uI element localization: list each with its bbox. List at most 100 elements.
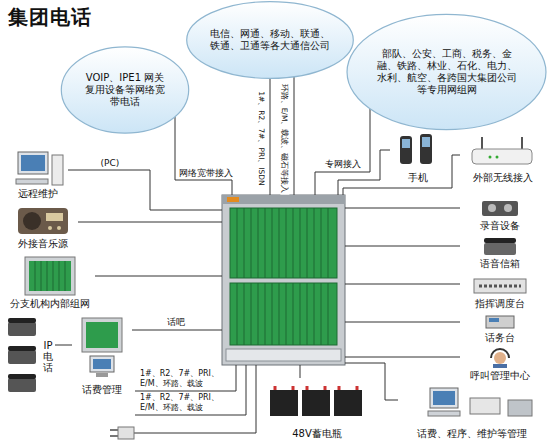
ip-phone-icons bbox=[8, 318, 36, 392]
led bbox=[489, 156, 492, 159]
reel bbox=[488, 204, 496, 212]
connector bbox=[132, 330, 222, 331]
phone-body bbox=[8, 378, 36, 392]
trunk-line bbox=[134, 365, 256, 433]
device-node: 外接音乐源 bbox=[8, 205, 78, 250]
card-panel bbox=[29, 261, 71, 291]
card-slots bbox=[237, 208, 328, 278]
radio-icon bbox=[18, 208, 68, 234]
radio-body bbox=[18, 208, 68, 234]
card-panel bbox=[86, 322, 118, 348]
console bbox=[474, 279, 526, 293]
phone-body bbox=[8, 350, 36, 364]
cloud-outline bbox=[347, 14, 546, 129]
battery-icons bbox=[270, 386, 362, 416]
dial bbox=[46, 213, 63, 221]
billing-icons bbox=[82, 318, 122, 377]
cloud-text: 部队、公安、工商、税务、金融、铁路、林业、石化、电力、水利、航空、各跨国大集团公… bbox=[375, 48, 518, 96]
cabinet-frame bbox=[222, 195, 345, 365]
device-label: 外接音乐源 bbox=[18, 237, 68, 250]
console bbox=[486, 316, 514, 328]
terminals bbox=[275, 386, 357, 390]
cabinet-top bbox=[222, 195, 345, 204]
meter bbox=[508, 400, 532, 416]
cabinet-logo bbox=[227, 197, 239, 202]
mobile-phone bbox=[420, 134, 432, 164]
phone-body bbox=[8, 322, 36, 336]
display bbox=[489, 318, 499, 322]
device-node: 指挥调度台 bbox=[460, 274, 540, 310]
device-label: 分支机构内部组网 bbox=[10, 297, 90, 310]
handset bbox=[8, 318, 36, 323]
connector bbox=[95, 276, 222, 277]
management-icons bbox=[428, 388, 532, 416]
monitor bbox=[430, 388, 458, 408]
router-icon bbox=[472, 137, 532, 164]
connector bbox=[345, 363, 398, 400]
head bbox=[494, 352, 506, 364]
keyboard bbox=[428, 411, 460, 416]
knob bbox=[48, 226, 52, 230]
connector bbox=[294, 77, 295, 195]
connector bbox=[270, 78, 271, 195]
device-label: 远程维护 bbox=[18, 187, 58, 200]
phone-body bbox=[484, 243, 516, 255]
device-label: 指挥调度台 bbox=[475, 297, 525, 310]
battery bbox=[302, 390, 330, 416]
device-label: 话费、程序、维护等管理 bbox=[417, 427, 527, 440]
screen bbox=[402, 139, 410, 148]
device-node: 远程维护 bbox=[8, 150, 68, 200]
branch-cabinet-icon bbox=[25, 257, 75, 295]
keyboard bbox=[16, 179, 48, 184]
plug-body bbox=[118, 427, 134, 439]
screen bbox=[433, 391, 455, 405]
small-cabinet bbox=[82, 318, 122, 352]
pbx-cabinet bbox=[222, 195, 345, 365]
cloud-outline bbox=[187, 2, 354, 79]
screen bbox=[21, 155, 45, 171]
screen bbox=[93, 359, 111, 369]
dispatch-console-icon bbox=[474, 279, 526, 293]
mobile-phone-icons bbox=[400, 134, 432, 164]
device-node: 48V蓄电瓶 bbox=[262, 378, 372, 440]
device-node: 录音设备 bbox=[460, 198, 540, 232]
device-label: 语音信箱 bbox=[480, 257, 520, 270]
connector bbox=[345, 284, 460, 285]
device-node: IP电话 bbox=[5, 316, 55, 396]
line-label: 1#、R2、7#、PRI、E/M、环路、载波 bbox=[140, 393, 224, 413]
network-cloud: VOIP、IPE1 网关复用设备等网络宽带电话 bbox=[60, 45, 190, 135]
device-node: 话费、程序、维护等管理 bbox=[398, 386, 545, 440]
power-plug-icon bbox=[110, 427, 134, 439]
pbx-cabinet-drawing bbox=[222, 195, 345, 365]
speaker bbox=[23, 212, 41, 230]
device-node: 呼叫管理中心 bbox=[460, 348, 540, 382]
monitor bbox=[18, 152, 48, 174]
recorder-body bbox=[482, 201, 518, 216]
edge-label: (PC) bbox=[100, 158, 121, 169]
pc-icon bbox=[16, 152, 63, 185]
screen bbox=[422, 137, 430, 147]
cabinet-frame bbox=[25, 257, 75, 295]
recorder-icon bbox=[482, 201, 518, 216]
network-cloud: 电信、网通、移动、联通、铁通、卫通等各大通信公司 bbox=[185, 0, 355, 80]
device-label: 话费管理 bbox=[82, 383, 122, 396]
buttons bbox=[479, 285, 521, 288]
voicemail-phone-icon bbox=[484, 238, 516, 255]
edge-label: 网络宽带接入 bbox=[178, 168, 234, 179]
antenna bbox=[482, 137, 522, 150]
device-label: 话务台 bbox=[485, 331, 515, 344]
operator-console-icon bbox=[486, 316, 514, 328]
handset bbox=[8, 374, 36, 379]
connector bbox=[345, 322, 460, 323]
printer bbox=[470, 398, 500, 414]
device-label: 手机 bbox=[408, 171, 428, 184]
battery bbox=[334, 390, 362, 416]
network-cloud: 部队、公安、工商、税务、金融、铁路、林业、石化、电力、水利、航空、各跨国大集团公… bbox=[345, 12, 548, 132]
connector bbox=[300, 365, 301, 378]
card-panel bbox=[230, 283, 337, 345]
device-node: 外部无线接入 bbox=[460, 134, 545, 184]
trunk-wires bbox=[134, 365, 256, 433]
router-body bbox=[472, 149, 532, 164]
cloud-text: 电信、网通、移动、联通、铁通、卫通等各大通信公司 bbox=[209, 28, 331, 52]
